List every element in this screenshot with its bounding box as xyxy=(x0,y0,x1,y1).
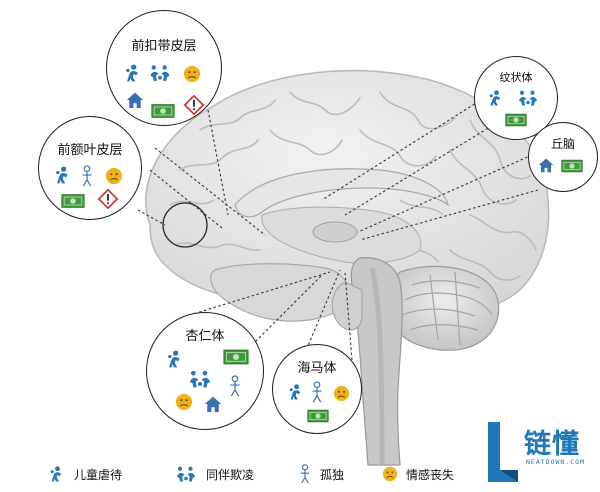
region-bubble-hippocampus: 海马体 xyxy=(272,344,362,434)
temporal-lobe xyxy=(210,263,350,322)
prefrontal-focus-ring xyxy=(162,202,208,248)
house-icon xyxy=(203,395,223,413)
legend: 儿童虐待 同伴欺凌 孤独 情感丧失 xyxy=(0,452,480,492)
region-bubble-acc: 前扣带皮层 xyxy=(106,10,222,126)
loneliness-icon xyxy=(309,381,325,403)
emotional-loss-icon xyxy=(105,167,123,185)
warning-icon xyxy=(183,95,205,115)
house-icon xyxy=(537,157,555,173)
peer-bullying-icon xyxy=(187,369,213,389)
region-label-hippocampus: 海马体 xyxy=(297,361,337,376)
money-icon xyxy=(561,159,583,173)
child-abuse-icon xyxy=(285,383,305,401)
legend-label: 孤独 xyxy=(320,467,345,482)
legend-item-loneliness: 孤独 xyxy=(298,464,344,484)
region-bubble-pfc: 前额叶皮层 xyxy=(38,116,142,220)
child-abuse-icon xyxy=(46,465,66,483)
emotional-loss-icon xyxy=(183,65,201,83)
region-label-amygdala: 杏仁体 xyxy=(185,329,225,344)
legend-item-child-abuse: 儿童虐待 xyxy=(46,464,122,484)
legend-label: 情感丧失 xyxy=(406,467,455,482)
region-label-acc: 前扣带皮层 xyxy=(131,39,197,54)
peer-bullying-icon xyxy=(174,465,198,483)
money-icon xyxy=(223,349,249,365)
thalamus-shape xyxy=(312,221,358,243)
brand-name: 链懂 xyxy=(524,429,580,460)
cerebellum-folds xyxy=(401,271,493,346)
child-abuse-icon xyxy=(51,165,73,185)
emotional-loss-icon xyxy=(382,466,398,482)
brand-logo: 链懂 NEATDOWN.COM xyxy=(484,418,596,490)
loneliness-icon xyxy=(298,464,312,484)
brand-l-mark-icon xyxy=(488,422,518,482)
emotional-loss-icon xyxy=(333,385,350,402)
money-icon xyxy=(307,409,329,423)
money-icon xyxy=(505,113,527,127)
region-bubble-striatum: 纹状体 xyxy=(474,56,558,140)
brand-url: NEATDOWN.COM xyxy=(526,458,585,466)
warning-icon xyxy=(97,189,119,209)
peer-bullying-icon xyxy=(149,63,171,83)
emotional-loss-icon xyxy=(175,393,193,411)
loneliness-icon xyxy=(79,165,95,187)
region-label-striatum: 纹状体 xyxy=(499,71,533,84)
loneliness-icon xyxy=(227,375,243,397)
peer-bullying-icon xyxy=(517,89,539,107)
region-bubble-thalamus: 丘脑 xyxy=(528,122,598,192)
region-label-pfc: 前额叶皮层 xyxy=(57,143,123,158)
region-label-thalamus: 丘脑 xyxy=(550,137,575,151)
legend-label: 儿童虐待 xyxy=(74,467,123,482)
house-icon xyxy=(125,91,145,109)
pons xyxy=(331,281,363,331)
legend-item-peer-bullying: 同伴欺凌 xyxy=(174,464,254,484)
money-icon xyxy=(151,103,175,119)
child-abuse-icon xyxy=(163,349,185,369)
legend-label: 同伴欺凌 xyxy=(206,467,255,482)
legend-item-emotional-loss: 情感丧失 xyxy=(382,464,454,484)
money-icon xyxy=(61,193,85,209)
child-abuse-icon xyxy=(121,63,143,83)
child-abuse-icon xyxy=(485,89,505,107)
region-bubble-amygdala: 杏仁体 xyxy=(146,312,264,430)
